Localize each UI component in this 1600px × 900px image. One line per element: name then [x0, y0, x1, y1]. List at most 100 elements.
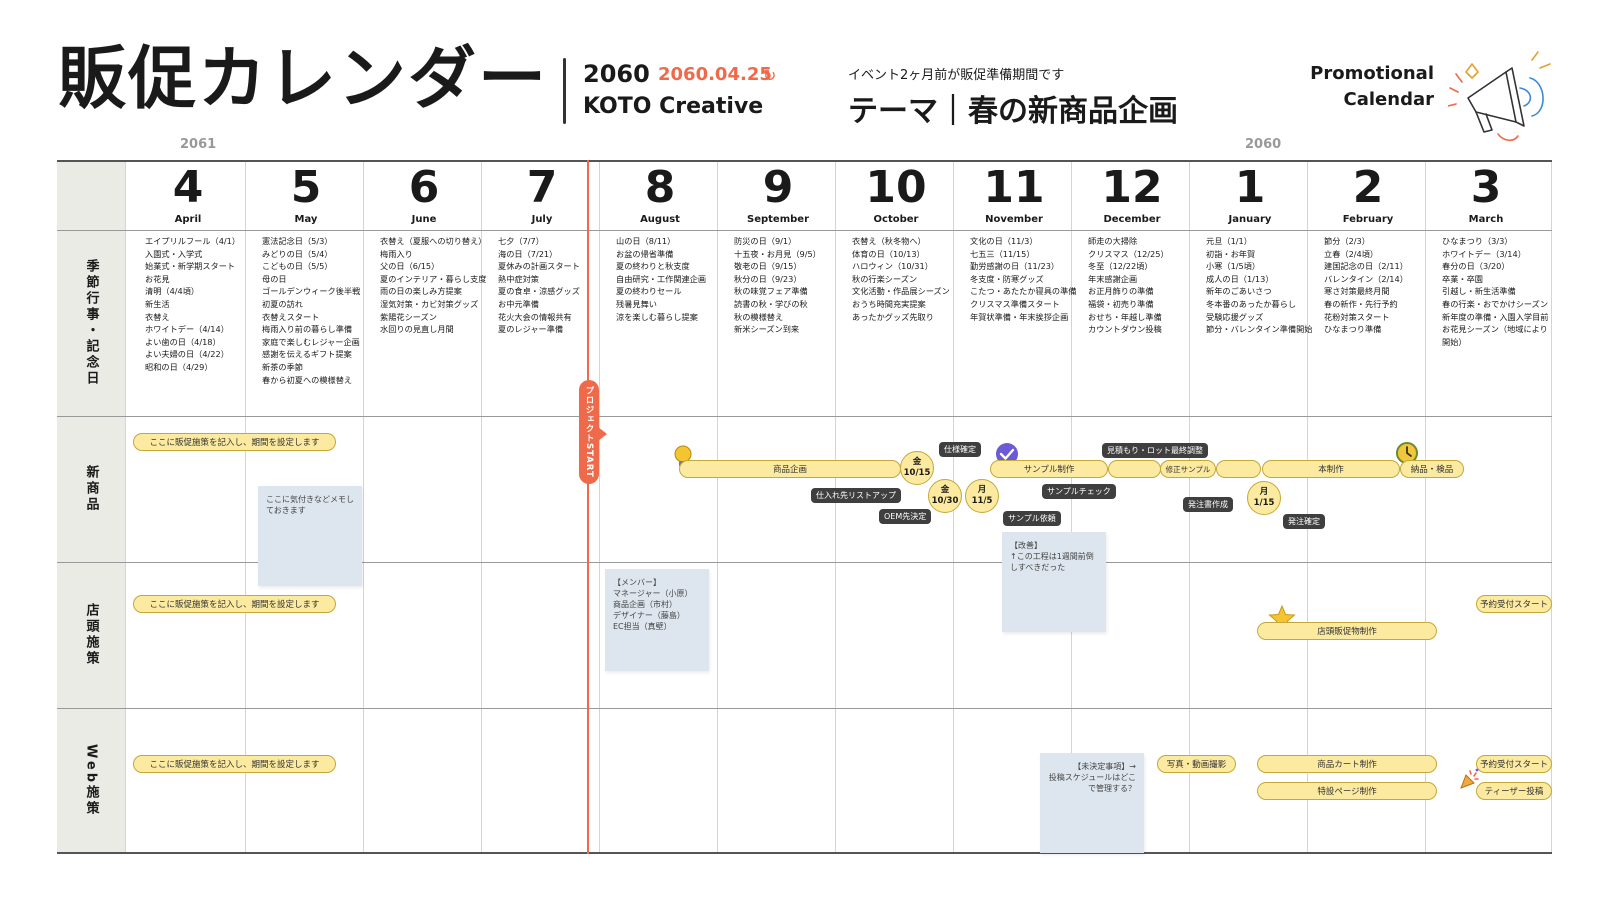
store-pop-production-bar[interactable]: 店頭販促物制作	[1257, 622, 1437, 640]
megaphone-icon	[1448, 51, 1551, 142]
row-rule	[57, 708, 1552, 709]
product-plan-bar[interactable]: 商品企画	[679, 460, 901, 478]
deadline-day: 金	[912, 457, 922, 467]
column-divider	[245, 160, 246, 854]
month-name: March	[1468, 214, 1504, 225]
memo-note[interactable]: ここに気付きなどメモしておきます	[258, 486, 362, 586]
member-note[interactable]: 【メンバー】 マネージャー（小原） 商品企画（市村） デザイナー（藤島） EC担…	[605, 569, 709, 671]
photo-video-bar[interactable]: 写真・動画撮影	[1157, 755, 1236, 773]
column-divider	[835, 160, 836, 854]
month-number: 3	[1470, 162, 1502, 213]
order-create-tag[interactable]: 発注書作成	[1183, 497, 1233, 512]
delivery-inspection-bar[interactable]: 納品・検品	[1400, 460, 1464, 478]
events-march: ひなまつり（3/3） ホワイトデー（3/14） 春分の日（3/20） 卒業・卒園…	[1442, 236, 1549, 347]
month-number: 6	[408, 162, 440, 213]
events-april: エイプリルフール（4/1） 入園式・入学式 始業式・新学期スタート お花見 清明…	[145, 236, 241, 372]
estimate-tag[interactable]: 見積もり・ロット最終調整	[1102, 443, 1208, 458]
row-label-seasonal: 季節行事・記念日	[57, 230, 125, 416]
events-september: 防災の日（9/1） 十五夜・お月見（9/5） 敬老の日（9/15） 秋分の日（9…	[734, 236, 821, 335]
row-label-text: 季節行事・記念日	[83, 259, 99, 387]
events-december: 師走の大掃除 クリスマス（12/25） 冬至（12/22頃） 年末感謝企画 お正…	[1088, 236, 1169, 335]
deadline-day: 金	[940, 485, 950, 495]
month-number: 12	[1101, 162, 1163, 213]
spec-decided-tag[interactable]: 仕様確定	[939, 442, 981, 457]
column-divider	[1551, 160, 1552, 854]
placeholder-pill-store[interactable]: ここに販促施策を記入し、期間を設定します	[133, 595, 336, 613]
oem-decided-tag[interactable]: OEM先決定	[879, 509, 932, 524]
events-january: 元旦（1/1） 初詣・お年賀 小寒（1/5頃） 成人の日（1/13） 新年のごあ…	[1206, 236, 1313, 335]
deadline-date: 11/5	[971, 496, 993, 506]
events-may: 憲法記念日（5/3） みどりの日（5/4） こどもの日（5/5） 母の日 ゴール…	[262, 236, 361, 385]
events-july: 七夕（7/7） 海の日（7/21） 夏休みの計画スタート 熱中症対策 夏の食卓・…	[498, 236, 580, 335]
pending-note[interactable]: 【未決定事項】→ 投稿スケジュールはどこで管理する？	[1040, 753, 1144, 853]
improvement-note[interactable]: 【改善】 ↑この工程は1週間前倒しすべきだった	[1002, 532, 1106, 632]
row-label-column	[57, 160, 125, 854]
title-divider	[563, 58, 566, 124]
supplier-list-tag[interactable]: 仕入れ先リストアップ	[811, 488, 901, 503]
store-preorder-bar[interactable]: 予約受付スタート	[1476, 595, 1552, 613]
month-name: September	[747, 214, 809, 225]
column-divider	[1307, 160, 1308, 854]
revise-sample-bar[interactable]: 修正サンプル	[1160, 460, 1216, 478]
row-label-web: Web施策	[57, 708, 125, 852]
row-label-text: 新商品	[83, 465, 99, 513]
month-number: 1	[1234, 162, 1266, 213]
header-year: 2060	[583, 60, 650, 88]
web-preorder-bar[interactable]: 予約受付スタート	[1476, 755, 1552, 773]
month-name: May	[294, 214, 318, 225]
row-rule	[57, 562, 1552, 563]
sample-gap-bar[interactable]	[1108, 460, 1161, 478]
deadline-date: 1/15	[1253, 498, 1275, 508]
project-start-arrow	[598, 427, 607, 441]
party-popper-icon	[1460, 768, 1479, 789]
prep-notice: イベント2ヶ月前が販促準備期間です	[848, 68, 1065, 83]
project-start-flag[interactable]: プロジェクトSTART	[579, 380, 599, 484]
grid-top-rule	[57, 160, 1552, 162]
promo-line-2: Calendar	[1343, 89, 1434, 110]
month-number: 2	[1352, 162, 1384, 213]
placeholder-pill-new-product[interactable]: ここに販促施策を記入し、期間を設定します	[133, 433, 336, 451]
order-confirm-tag[interactable]: 発注確定	[1283, 514, 1325, 529]
sample-request-tag[interactable]: サンプル依頼	[1003, 511, 1061, 526]
events-august: 山の日（8/11） お盆の帰省準備 夏の終わりと秋支度 自由研究・工作関連企画 …	[616, 236, 707, 322]
deadline-date: 10/15	[903, 468, 931, 478]
month-number: 7	[526, 162, 558, 213]
product-card-bar[interactable]: 商品カート制作	[1257, 755, 1437, 773]
refresh-icon[interactable]: ↻	[763, 66, 777, 85]
column-divider	[717, 160, 718, 854]
special-page-bar[interactable]: 特設ページ制作	[1257, 782, 1437, 800]
wait-bar[interactable]	[1216, 460, 1261, 478]
column-divider	[1071, 160, 1072, 854]
year-label-left: 2061	[180, 137, 217, 152]
month-number: 4	[172, 162, 204, 213]
header-date: 2060.04.25	[658, 64, 772, 85]
placeholder-pill-web[interactable]: ここに販促施策を記入し、期間を設定します	[133, 755, 336, 773]
year-label-right: 2060	[1245, 137, 1282, 152]
sample-making-bar[interactable]: サンプル制作	[990, 460, 1108, 478]
month-name: December	[1103, 214, 1161, 225]
events-november: 文化の日（11/3） 七五三（11/15） 勤労感謝の日（11/23） 冬支度・…	[970, 236, 1077, 322]
month-number: 5	[290, 162, 322, 213]
teaser-post-bar[interactable]: ティーザー投稿	[1476, 782, 1552, 800]
main-production-bar[interactable]: 本制作	[1262, 460, 1400, 478]
promo-line-1: Promotional	[1310, 63, 1434, 84]
grid-bottom-rule	[57, 852, 1552, 854]
project-start-label: プロジェクトSTART	[584, 386, 594, 478]
sample-check-tag[interactable]: サンプルチェック	[1042, 484, 1116, 499]
events-june: 衣替え（夏服への切り替え） 梅雨入り 父の日（6/15） 夏のインテリア・暮らし…	[380, 236, 487, 335]
deadline-day: 月	[977, 485, 987, 495]
month-name: June	[411, 214, 437, 225]
month-name: April	[174, 214, 202, 225]
month-number: 11	[983, 162, 1045, 213]
